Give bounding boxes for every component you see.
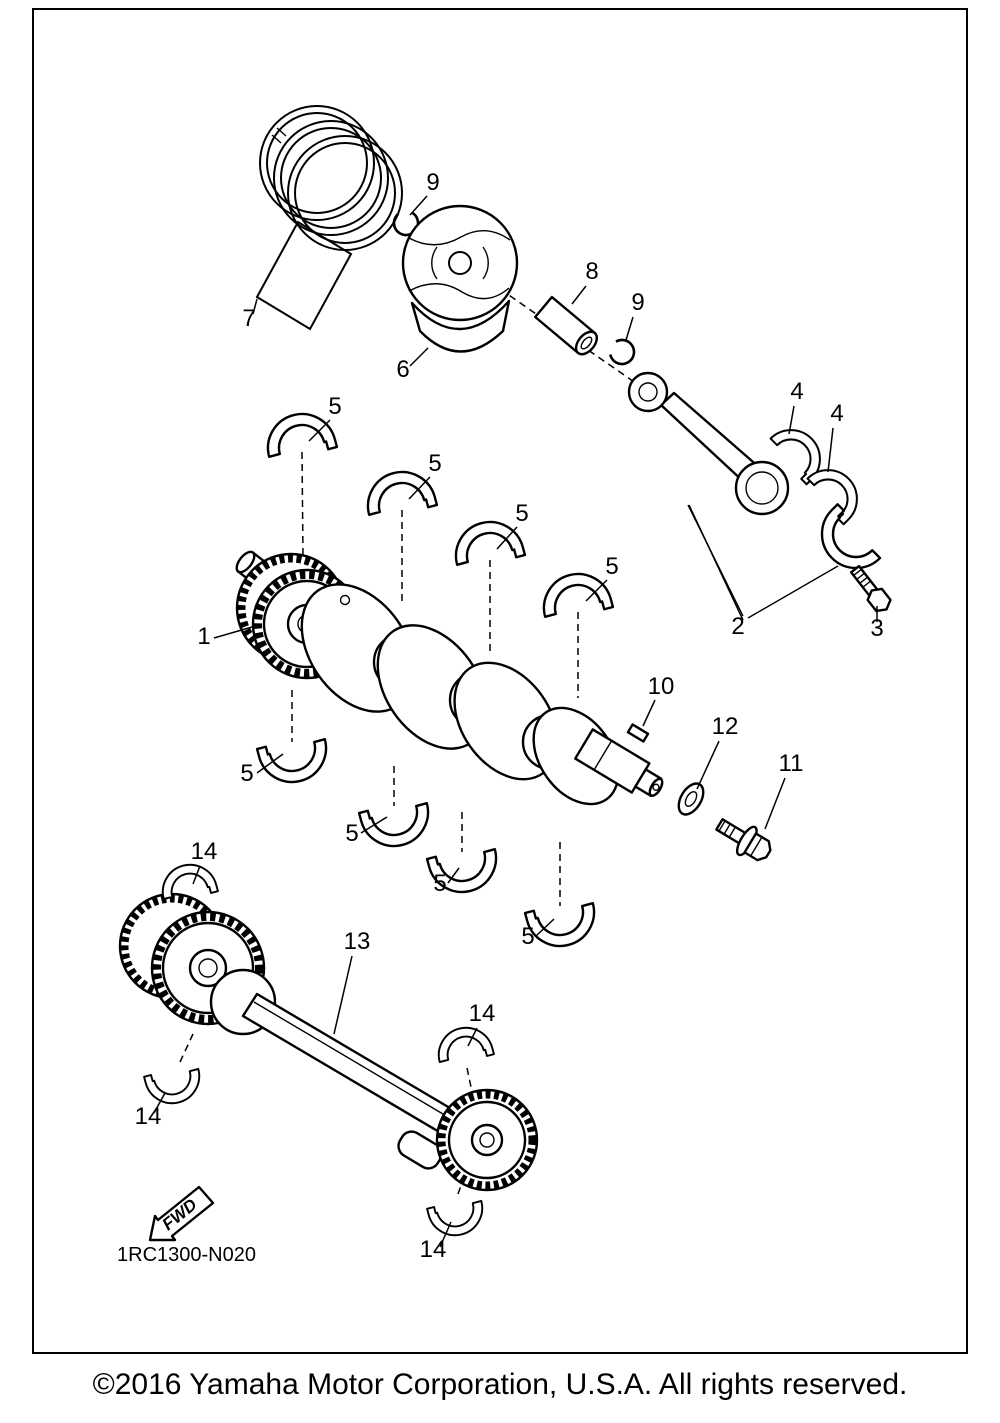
piston	[401, 204, 519, 353]
callout-leader-7	[308, 419, 331, 442]
callout-leader-11	[213, 626, 253, 639]
callout-leader-15	[696, 740, 720, 790]
callout-leader-0	[409, 195, 428, 216]
connecting-rod	[627, 371, 790, 516]
border-frame	[32, 8, 968, 1354]
callout-leader-5	[788, 405, 795, 435]
callout-label-5-7: 5	[328, 393, 341, 420]
callout-label-14-25: 14	[420, 1236, 447, 1263]
callout-leader-9	[496, 526, 518, 550]
callout-label-11-16: 11	[779, 750, 804, 777]
balancer-bearing-4	[426, 1193, 490, 1243]
copyright-text: ©2016 Yamaha Motor Corporation, U.S.A. A…	[92, 1368, 908, 1401]
callout-label-5-10: 5	[605, 553, 618, 580]
callout-leader-6	[827, 427, 834, 473]
rod-bolt	[849, 564, 892, 613]
callout-label-5-17: 5	[240, 760, 253, 787]
callout-label-14-24: 14	[135, 1103, 162, 1130]
piston-rings	[255, 105, 403, 331]
callout-leader-25	[439, 1221, 452, 1248]
callout-leader-2	[571, 285, 587, 305]
callout-label-9-3: 9	[631, 289, 644, 316]
callout-leader-23	[467, 1027, 478, 1047]
main-bearing-3	[447, 513, 527, 574]
projection-lines	[179, 281, 641, 1195]
washer	[677, 782, 705, 816]
callout-leader-12	[688, 504, 744, 621]
main-bearing-5	[255, 730, 335, 791]
flange-bolt	[715, 818, 772, 862]
callout-leader-22	[333, 955, 353, 1035]
balancer-retainer	[397, 1130, 443, 1170]
callout-leader-19	[447, 867, 460, 884]
rings-callout-plane	[255, 220, 353, 331]
balancer-bearing-3	[431, 1020, 495, 1070]
callout-leader-3	[625, 316, 634, 341]
callout-leader-24	[153, 1092, 166, 1114]
piston-skirt	[410, 299, 511, 353]
callout-leader-17	[256, 753, 284, 774]
fwd-marker: FWD	[148, 1185, 215, 1242]
main-bearing-4	[535, 565, 615, 626]
crank-nose	[574, 728, 664, 798]
callout-label-8-2: 8	[585, 258, 598, 285]
main-bearing-2	[359, 463, 439, 524]
assembly-bracket	[687, 504, 839, 619]
callout-label-13-22: 13	[344, 928, 371, 955]
callout-leader-16	[764, 777, 786, 830]
callout-label-5-18: 5	[345, 820, 358, 847]
callout-label-12-15: 12	[712, 713, 739, 740]
circlip-lower	[608, 338, 636, 366]
callout-label-7-1: 7	[242, 305, 255, 332]
callout-leader-18	[360, 816, 388, 834]
crankshaft	[235, 550, 664, 806]
callout-label-9-0: 9	[426, 169, 439, 196]
callout-label-5-9: 5	[515, 500, 528, 527]
callout-label-6-4: 6	[396, 356, 409, 383]
rod-big-end	[734, 460, 790, 516]
callout-leader-4	[409, 347, 429, 367]
callout-label-5-8: 5	[428, 450, 441, 477]
balancer-shaft	[118, 892, 539, 1192]
callout-label-4-6: 4	[830, 400, 843, 427]
callout-leader-1	[252, 298, 258, 315]
callout-label-4-5: 4	[790, 378, 803, 405]
piston-pin	[533, 295, 599, 356]
rod-small-end	[627, 371, 669, 413]
diagram-code: 1RC1300-N020	[117, 1244, 256, 1266]
callout-label-14-23: 14	[469, 1000, 496, 1027]
main-bearing-1	[259, 405, 339, 466]
callout-leader-21	[192, 865, 201, 885]
callout-label-5-20: 5	[521, 923, 534, 950]
fwd-arrow-icon	[148, 1185, 215, 1242]
main-bearing-6	[357, 794, 437, 855]
callout-label-3-13: 3	[870, 615, 883, 642]
callout-label-1-11: 1	[197, 623, 210, 650]
callout-label-10-14: 10	[648, 673, 675, 700]
main-bearing-8	[523, 894, 603, 955]
callout-leader-14	[642, 699, 656, 727]
callout-label-2-12: 2	[731, 613, 744, 640]
woodruff-key	[626, 723, 650, 743]
callout-label-14-21: 14	[191, 838, 218, 865]
callout-leader-20	[535, 918, 555, 937]
callout-leader-8	[408, 476, 431, 500]
callout-leader-10	[585, 579, 608, 602]
callout-label-5-19: 5	[433, 870, 446, 897]
